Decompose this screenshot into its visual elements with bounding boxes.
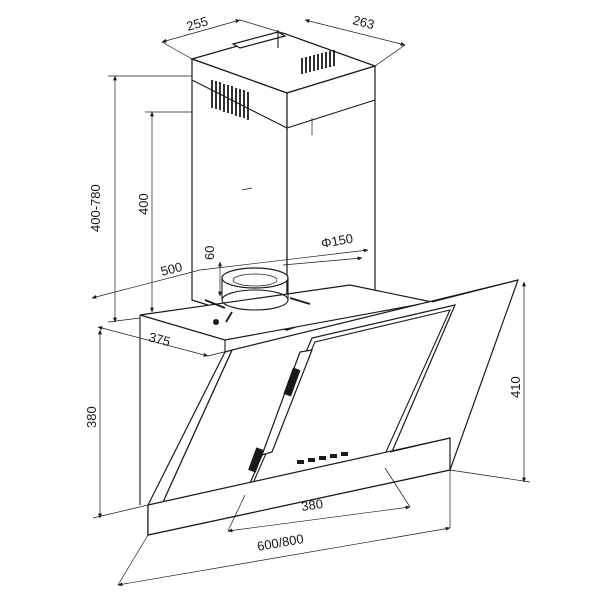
label-base-depth: 500 (159, 259, 184, 279)
label-chimney-depth: 263 (351, 12, 376, 32)
vent-grille-left (211, 80, 249, 120)
label-outlet-height: 60 (202, 246, 217, 260)
glass-canopy (146, 279, 519, 536)
label-glass-height: 410 (508, 376, 523, 398)
label-outlet-diameter: Φ150 (320, 231, 354, 251)
dimension-lines (91, 19, 531, 587)
control-buttons (297, 452, 348, 464)
label-panel-width: 380 (300, 496, 324, 514)
label-hood-width: 600/800 (256, 531, 305, 554)
label-canopy-height: 380 (84, 406, 99, 428)
vent-grille-right (301, 50, 335, 74)
label-chimney-height: 400 (136, 193, 151, 215)
label-height-range: 400-780 (88, 184, 103, 232)
label-chimney-width: 255 (185, 13, 210, 33)
label-canopy-depth: 375 (147, 329, 172, 349)
